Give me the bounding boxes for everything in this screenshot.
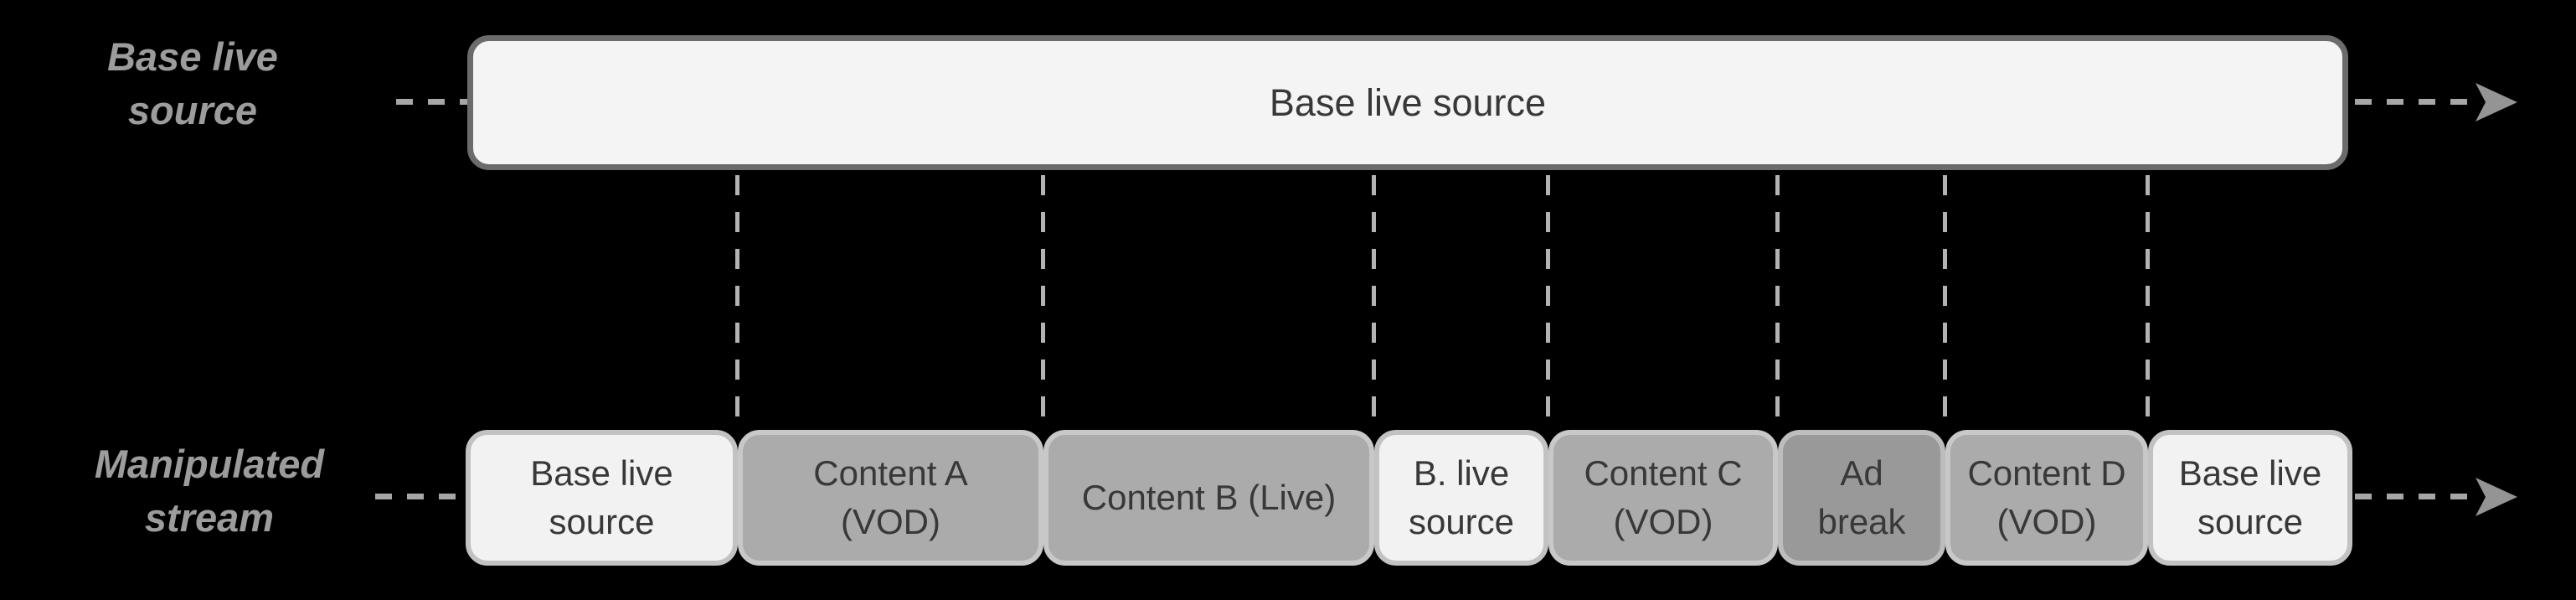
- segment-ad-break: Ad break: [1778, 430, 1945, 566]
- manipulated-stream-strip: Base live source Content A (VOD) Content…: [466, 430, 2352, 566]
- segment-boundary-dashed-line: [1372, 175, 1376, 430]
- segment-content-d-vod: Content D (VOD): [1945, 430, 2148, 566]
- manipulated-label-connector-dashed-line: [375, 494, 466, 499]
- segment-boundary-dashed-line: [1775, 175, 1780, 430]
- base-live-source-bar: Base live source: [467, 35, 2348, 170]
- base-live-source-bar-label: Base live source: [1269, 80, 1547, 124]
- manipulated-stream-row-label: Manipulated stream: [94, 442, 325, 540]
- base-live-source-row-label: Base live source: [107, 34, 278, 132]
- base-label-connector-dashed-line: [396, 99, 467, 105]
- segment-content-b-live: Content B (Live): [1043, 430, 1374, 566]
- segment-content-c-vod: Content C (VOD): [1548, 430, 1778, 566]
- arrow-right-icon: [2476, 83, 2517, 122]
- base-timeline-arrow-dashed-line: [2355, 99, 2481, 105]
- segment-boundary-dashed-line: [1041, 175, 1045, 430]
- segment-base-live-source-2: Base live source: [2148, 430, 2352, 566]
- segment-boundary-dashed-line: [1546, 175, 1550, 430]
- segment-base-live-source-1: Base live source: [466, 430, 738, 566]
- arrow-right-icon: [2476, 478, 2517, 516]
- segment-b-live-source: B. live source: [1374, 430, 1548, 566]
- manipulated-timeline-arrow-dashed-line: [2355, 494, 2481, 499]
- segment-boundary-dashed-line: [2146, 175, 2150, 430]
- segment-boundary-dashed-line: [735, 175, 739, 430]
- segment-content-a-vod: Content A (VOD): [738, 430, 1043, 566]
- segment-boundary-dashed-line: [1943, 175, 1947, 430]
